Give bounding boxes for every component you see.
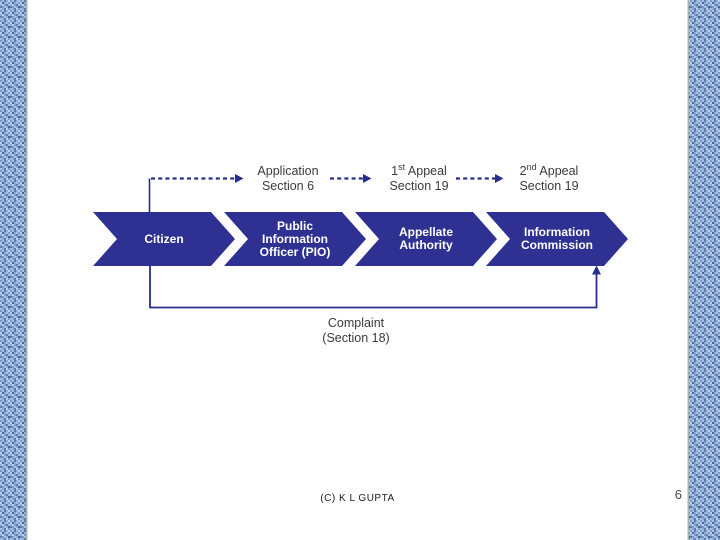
label-line1: 2nd Appeal bbox=[519, 161, 579, 178]
left-border-strip bbox=[0, 0, 28, 540]
label-line2: Section 19 bbox=[519, 179, 579, 193]
flow-step-label-first-appeal: 1st Appeal Section 19 bbox=[349, 161, 489, 194]
page-number: 6 bbox=[674, 487, 682, 502]
arrowhead-right-icon bbox=[235, 174, 244, 183]
complaint-label: Complaint (Section 18) bbox=[286, 316, 426, 346]
label-line1: Application bbox=[257, 164, 319, 178]
chevron-label: Information Commission bbox=[520, 225, 593, 252]
flow-step-label-second-appeal: 2nd Appeal Section 19 bbox=[479, 161, 619, 194]
arrowhead-right-icon bbox=[495, 174, 504, 183]
arrowhead-right-icon bbox=[363, 174, 372, 183]
label-line1: 1st Appeal bbox=[391, 161, 447, 178]
chevron-label: Public Information Officer (PIO) bbox=[259, 218, 331, 259]
chevron-label: Appellate Authority bbox=[398, 225, 453, 252]
dashed-arrow-second-appeal bbox=[456, 174, 504, 183]
complaint-connector bbox=[149, 265, 601, 309]
chevron-label: Citizen bbox=[144, 231, 184, 246]
complaint-line2: (Section 18) bbox=[322, 331, 390, 345]
complaint-line1: Complaint bbox=[327, 316, 385, 330]
label-superscript: nd bbox=[526, 161, 537, 172]
citizen-application-connector bbox=[148, 174, 244, 213]
label-line2: Section 6 bbox=[261, 179, 315, 193]
flow-step-label-application: Application Section 6 bbox=[218, 164, 358, 194]
arrowhead-up-icon bbox=[592, 265, 601, 275]
label-line2: Section 19 bbox=[389, 179, 449, 193]
right-border-strip bbox=[687, 0, 720, 540]
dashed-arrow-first-appeal bbox=[330, 174, 372, 183]
label-superscript: st bbox=[398, 161, 406, 172]
footer-copyright: (C) K L GUPTA bbox=[320, 493, 395, 504]
